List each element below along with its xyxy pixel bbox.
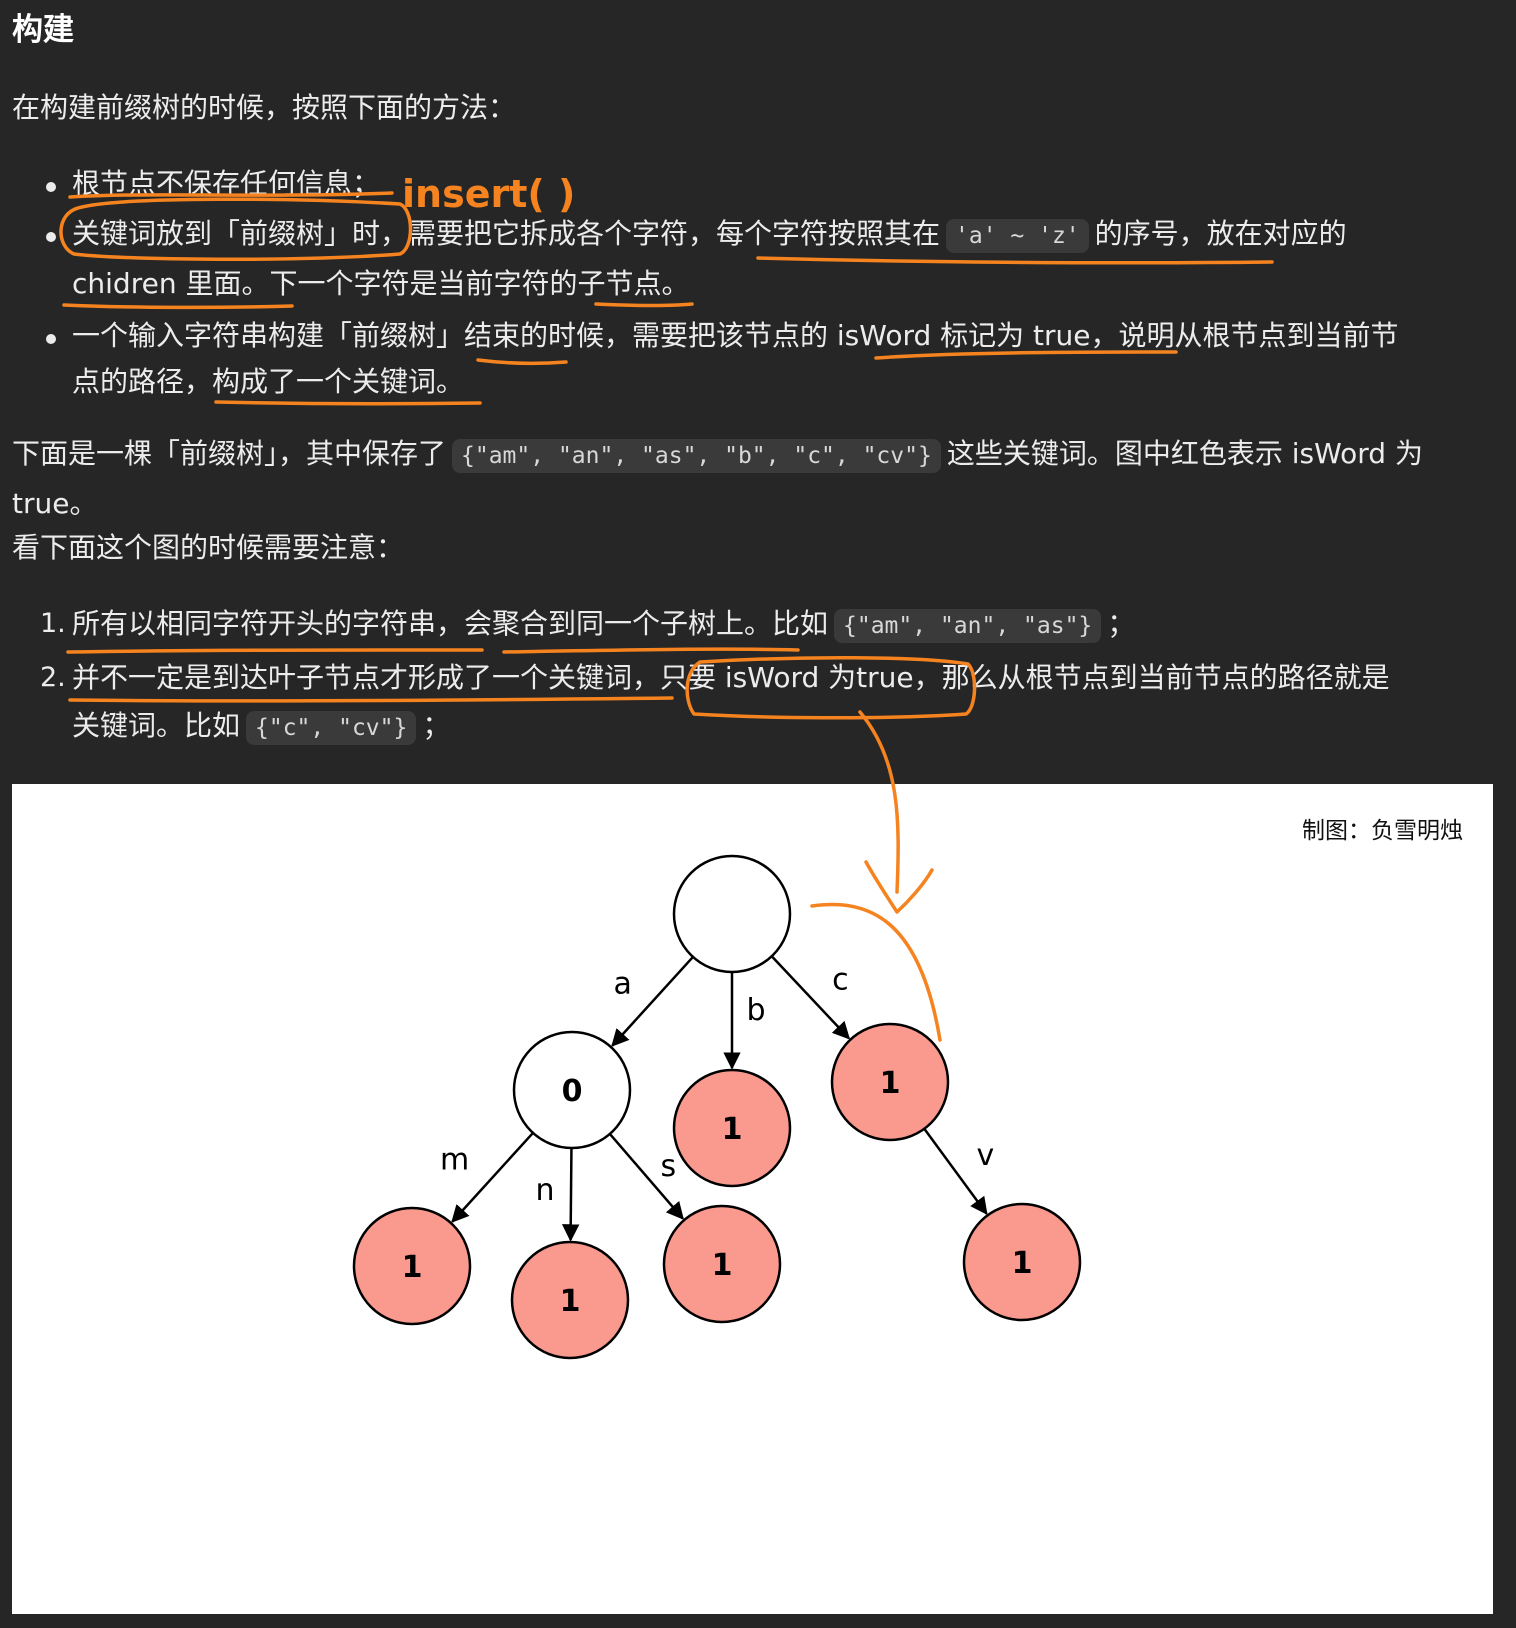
edge-label-n: n	[536, 1173, 555, 1208]
ordered-item-2-line-1: 并不一定是到达叶子节点才形成了一个关键词，只要 isWord 为true，那么从…	[72, 661, 1390, 694]
underline-mark	[62, 303, 294, 310]
trie-node-b: 1	[672, 1068, 792, 1188]
underline-mark	[594, 302, 694, 308]
trie-node-cv: 1	[962, 1202, 1082, 1322]
trie-diagram: 制图：负雪明烛 a b c m n s v 0 1 1 1 1 1 1	[352, 818, 1463, 1360]
ordered-item-2-text-b: ；	[422, 709, 451, 742]
paragraph-2-text-b: 这些关键词。图中红色表示 isWord 为	[946, 437, 1423, 470]
edge-label-m: m	[440, 1142, 469, 1177]
bullet-item-2-line-2: chidren 里面。下一个字符是当前字符的子节点。	[72, 267, 690, 300]
underline-mark	[502, 647, 800, 654]
nodes-layer: 0 1 1 1 1 1 1	[352, 854, 1082, 1360]
node-circle	[672, 854, 792, 974]
paragraph-2-text-a: 下面是一棵「前缀树」，其中保存了	[12, 437, 447, 470]
inline-code-range: 'a' ~ 'z'	[946, 219, 1089, 253]
edge-label-v: v	[977, 1138, 995, 1173]
figure-credit: 制图：负雪明烛	[1302, 818, 1463, 844]
trie-node-as: 1	[662, 1204, 782, 1324]
trie-node-am: 1	[352, 1206, 472, 1326]
node-label: 1	[880, 1066, 901, 1101]
trie-node-a: 0	[512, 1030, 632, 1150]
ordered-item-2-line-2: 关键词。比如{"c", "cv"}；	[72, 706, 450, 748]
underline-mark	[476, 358, 568, 366]
bullet-item-3-line-2: 点的路径，构成了一个关键词。	[72, 365, 465, 398]
node-label: 1	[722, 1112, 743, 1147]
section-heading: 构建	[12, 12, 74, 48]
list-number-2: 2.	[40, 662, 66, 693]
node-label: 1	[712, 1248, 733, 1283]
bullet-dot	[46, 334, 56, 344]
bullet-item-1: 根节点不保存任何信息；	[72, 167, 381, 200]
paragraph-3: 看下面这个图的时候需要注意：	[12, 531, 405, 564]
edge-root-a	[611, 956, 694, 1047]
bullet-item-2-line-1: 关键词放到「前缀树」时，需要把它拆成各个字符，每个字符按照其在'a' ~ 'z'…	[72, 214, 1347, 256]
intro-paragraph: 在构建前缀树的时候，按照下面的方法：	[12, 91, 517, 124]
bullet-dot	[46, 232, 56, 242]
node-circle	[662, 1204, 782, 1324]
trie-figure: 制图：负雪明烛 a b c m n s v 0 1 1 1 1 1 1	[12, 784, 1493, 1614]
node-label: 1	[560, 1284, 581, 1319]
edge-a-an	[561, 1147, 580, 1242]
node-label: 1	[1012, 1246, 1033, 1281]
edge-label-c: c	[832, 962, 849, 997]
insert-annotation: insert( )	[402, 172, 576, 216]
edge-label-b: b	[746, 993, 765, 1028]
inline-code-keywords: {"am", "an", "as", "b", "c", "cv"}	[452, 439, 941, 473]
edge-a-am	[451, 1132, 534, 1223]
underline-mark	[756, 256, 1274, 265]
edge-c-cv	[923, 1128, 988, 1216]
ordered-item-1-text-a: 所有以相同字符开头的字符串，会聚合到同一个子树上。比如	[72, 607, 829, 640]
edge-a-as	[608, 1133, 684, 1220]
underline-mark	[68, 696, 674, 703]
node-circle	[962, 1202, 1082, 1322]
edge-label-a: a	[613, 966, 631, 1001]
node-circle	[512, 1030, 632, 1150]
inline-code-a-group: {"am", "an", "as"}	[834, 609, 1102, 643]
underline-mark	[214, 400, 482, 406]
list-number-1: 1.	[40, 608, 66, 639]
edge-label-s: s	[661, 1149, 677, 1184]
node-circle	[672, 1068, 792, 1188]
inline-code-c-group: {"c", "cv"}	[246, 711, 417, 745]
ordered-item-1-text-b: ；	[1107, 607, 1136, 640]
node-label: 0	[562, 1074, 583, 1109]
paragraph-2-line-1: 下面是一棵「前缀树」，其中保存了{"am", "an", "as", "b", …	[12, 434, 1423, 476]
trie-node-an: 1	[510, 1240, 630, 1360]
ordered-item-2-text-a: 关键词。比如	[72, 709, 241, 742]
paragraph-2-line-2: true。	[12, 487, 98, 520]
node-circle	[510, 1240, 630, 1360]
underline-mark	[66, 648, 484, 654]
bullet-item-2-text-a: 关键词放到「前缀树」时，需要把它拆成各个字符，每个字符按照其在	[72, 217, 941, 250]
bullet-dot	[46, 182, 56, 192]
edges-layer: a b c m n s v	[440, 955, 995, 1242]
trie-node-root	[672, 854, 792, 974]
node-label: 1	[402, 1250, 423, 1285]
bullet-item-2-text-b: 的序号，放在对应的	[1094, 217, 1347, 250]
ordered-item-1: 所有以相同字符开头的字符串，会聚合到同一个子树上。比如{"am", "an", …	[72, 604, 1135, 646]
node-circle	[352, 1206, 472, 1326]
bullet-item-3-line-1: 一个输入字符串构建「前缀树」结束的时候，需要把该节点的 isWord 标记为 t…	[72, 319, 1399, 352]
trie-node-c: 1	[830, 1022, 950, 1142]
